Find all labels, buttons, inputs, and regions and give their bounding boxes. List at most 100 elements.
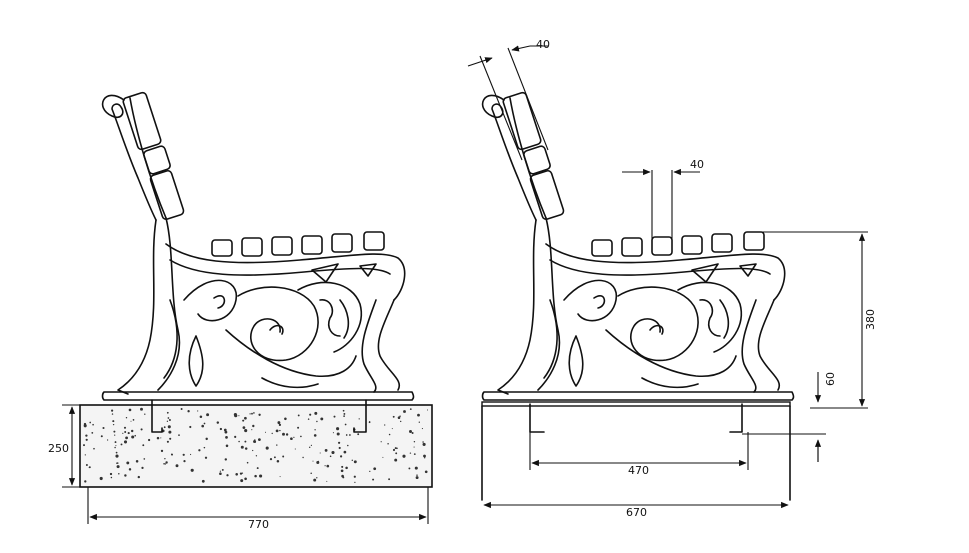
- aggregate-dot: [85, 464, 88, 466]
- aggregate-dot: [124, 431, 127, 433]
- aggregate-dot: [384, 424, 386, 426]
- aggregate-dot: [251, 429, 253, 431]
- aggregate-dot: [413, 441, 416, 443]
- aggregate-dot: [297, 414, 300, 417]
- aggregate-dot: [160, 437, 162, 439]
- aggregate-dot: [275, 429, 279, 433]
- left-anchor-bolt: [151, 399, 163, 433]
- aggregate-dot: [164, 463, 167, 465]
- dimension-overall-width: 670: [483, 501, 789, 519]
- aggregate-dot: [111, 409, 114, 412]
- aggregate-dot: [203, 422, 206, 425]
- aggregate-dot: [409, 452, 412, 454]
- aggregate-dot: [147, 438, 151, 442]
- aggregate-dot: [246, 461, 249, 464]
- aggregate-dot: [382, 456, 384, 458]
- aggregate-dot: [254, 474, 257, 478]
- aggregate-dot: [244, 440, 247, 443]
- aggregate-dot: [347, 444, 349, 447]
- aggregate-dot: [182, 453, 185, 456]
- aggregate-dot: [163, 426, 166, 429]
- aggregate-dot: [414, 466, 418, 470]
- aggregate-dot: [206, 413, 210, 417]
- right-view-anchor-left: [529, 403, 545, 433]
- aggregate-dot: [319, 452, 321, 454]
- aggregate-dot: [253, 440, 257, 443]
- aggregate-dot: [126, 461, 130, 465]
- aggregate-dot: [219, 470, 221, 472]
- aggregate-dot: [416, 474, 418, 476]
- aggregate-dot: [411, 432, 414, 434]
- aggregate-dot: [131, 435, 135, 439]
- aggregate-dot: [167, 417, 170, 419]
- aggregate-dot: [240, 445, 244, 449]
- aggregate-dot: [100, 435, 103, 438]
- aggregate-dot: [310, 472, 312, 475]
- aggregate-dot: [282, 455, 285, 458]
- aggregate-dot: [92, 423, 94, 426]
- aggregate-dot: [316, 477, 318, 479]
- aggregate-dot: [343, 450, 347, 454]
- aggregate-dot: [307, 418, 310, 420]
- aggregate-dot: [91, 432, 94, 434]
- aggregate-dot: [135, 460, 139, 463]
- aggregate-dot: [255, 455, 258, 457]
- aggregate-dot: [391, 428, 393, 430]
- aggregate-dot: [309, 413, 312, 416]
- aggregate-dot: [116, 465, 120, 469]
- aggregate-dot: [178, 434, 180, 436]
- aggregate-dot: [345, 466, 348, 470]
- aggregate-dot: [156, 436, 160, 440]
- aggregate-dot: [223, 428, 227, 432]
- aggregate-dot: [204, 456, 208, 459]
- aggregate-dot: [314, 411, 318, 415]
- aggregate-dot: [415, 476, 419, 480]
- aggregate-dot: [144, 413, 146, 415]
- aggregate-dot: [413, 446, 415, 448]
- aggregate-dot: [343, 415, 345, 417]
- aggregate-dot: [395, 452, 398, 455]
- aggregate-dot: [314, 429, 316, 431]
- aggregate-dot: [124, 474, 127, 477]
- aggregate-dot: [219, 427, 223, 431]
- aggregate-dot: [249, 413, 251, 415]
- aggregate-dot: [190, 453, 192, 456]
- aggregate-dot: [338, 446, 341, 450]
- aggregate-dot: [310, 444, 312, 446]
- dim-label-250: 250: [48, 442, 69, 455]
- aggregate-dot: [244, 477, 247, 481]
- aggregate-dot: [341, 474, 344, 478]
- aggregate-dot: [130, 420, 132, 422]
- aggregate-dot: [285, 433, 289, 436]
- aggregate-dot: [423, 454, 426, 458]
- aggregate-dot: [413, 453, 416, 455]
- aggregate-dot: [221, 468, 224, 471]
- dim-label-670: 670: [626, 506, 647, 519]
- aggregate-dot: [339, 455, 343, 458]
- aggregate-dot: [279, 429, 281, 432]
- dimension-seat-slat: 40: [622, 158, 704, 240]
- aggregate-dot: [109, 472, 113, 476]
- aggregate-dot: [244, 429, 248, 433]
- aggregate-dot: [111, 413, 114, 415]
- aggregate-dot: [332, 432, 334, 434]
- dim-label-770: 770: [248, 518, 269, 531]
- aggregate-dot: [337, 441, 341, 444]
- aggregate-dot: [312, 460, 314, 462]
- aggregate-dot: [340, 469, 344, 473]
- aggregate-dot: [112, 420, 115, 423]
- aggregate-dot: [408, 467, 411, 470]
- aggregate-dot: [244, 416, 247, 420]
- aggregate-dot: [329, 455, 332, 458]
- aggregate-dot: [399, 415, 401, 417]
- right-anchor-bolt: [353, 399, 367, 433]
- aggregate-dot: [418, 421, 420, 423]
- aggregate-dot: [239, 472, 243, 475]
- aggregate-dot: [203, 446, 206, 449]
- aggregate-dot: [166, 411, 169, 414]
- aggregate-dot: [300, 435, 302, 438]
- aggregate-dot: [166, 440, 169, 443]
- aggregate-dot: [344, 423, 347, 426]
- aggregate-dot: [326, 464, 330, 468]
- aggregate-dot: [142, 444, 145, 447]
